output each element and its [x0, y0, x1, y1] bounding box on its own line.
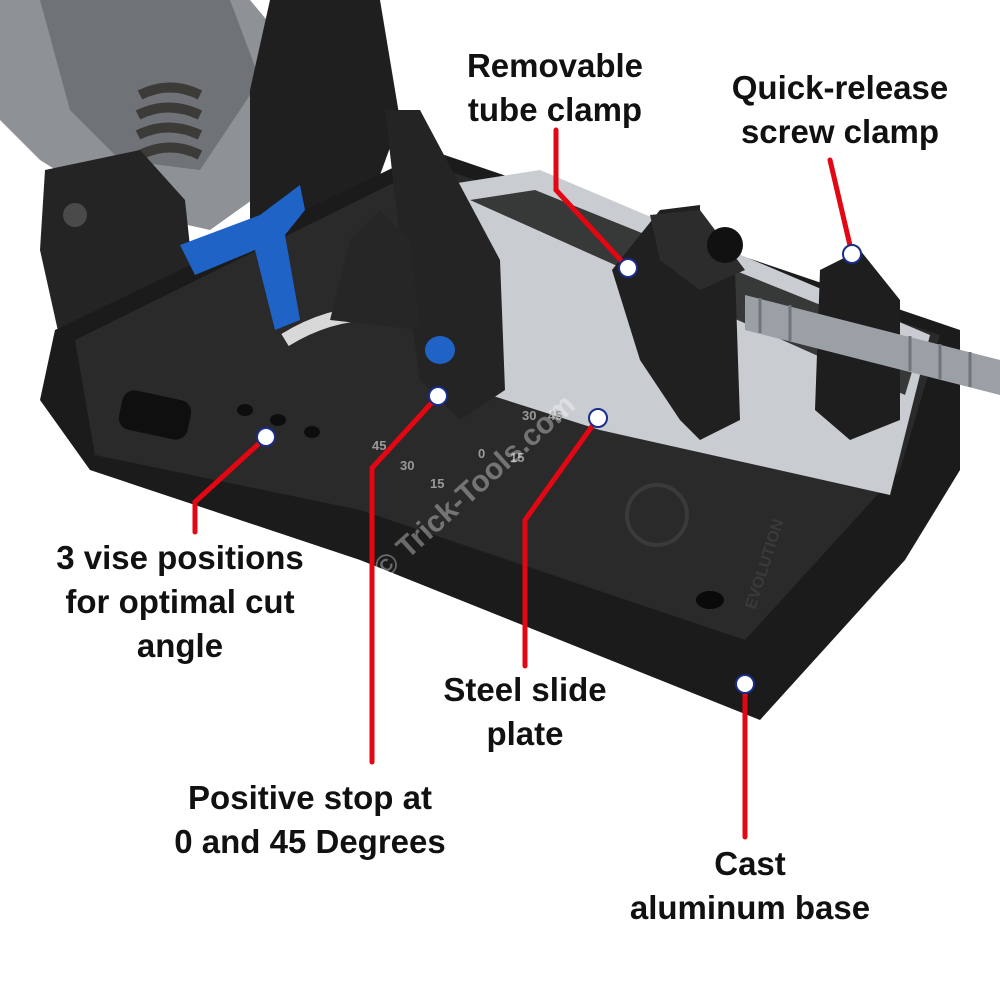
base-bolt-hole [696, 591, 724, 609]
callout-text: Quick-release [731, 69, 949, 106]
vise-hole [304, 426, 320, 438]
marker-positive-stop [428, 386, 448, 406]
callout-text: Positive stop at [188, 779, 432, 816]
callout-vise-positions: 3 vise positions for optimal cut angle [20, 536, 340, 668]
base-handle-slot [118, 390, 192, 440]
callout-text: Steel slide [443, 671, 607, 708]
leader-vise [192, 434, 269, 535]
callout-steel-slide-plate: Steel slide plate [400, 668, 650, 756]
scale-mark: 30 [522, 408, 536, 423]
scale-numbers: 45 30 15 0 15 30 45 [372, 408, 562, 491]
callout-text: tube clamp [467, 91, 643, 128]
callout-positive-stop: Positive stop at 0 and 45 Degrees [140, 776, 480, 864]
rod-threads [758, 298, 972, 387]
callout-quick-release-screw-clamp: Quick-release screw clamp [690, 66, 990, 154]
miter-fence [385, 110, 505, 420]
scale-mark: 15 [430, 476, 444, 491]
callout-text: screw clamp [740, 113, 940, 150]
vise-hole [237, 404, 253, 416]
leader-screw-clamp [827, 157, 855, 257]
tube-clamp-jaw [650, 210, 745, 290]
callout-text: Removable [466, 47, 644, 84]
marker-tube-clamp [618, 258, 638, 278]
leader-steel-plate [522, 415, 601, 669]
blue-stop-knob [425, 336, 455, 364]
callout-markers [256, 244, 862, 694]
miter-pivot [330, 210, 420, 330]
vise-position-holes [237, 404, 320, 438]
callout-cast-aluminum-base: Cast aluminum base [590, 842, 910, 930]
vise-hole [270, 414, 286, 426]
marker-screw-clamp [842, 244, 862, 264]
clamp-knob-icon [707, 227, 743, 263]
callout-text: plate [486, 715, 564, 752]
callout-text: 3 vise positions [56, 539, 304, 576]
leader-positive-stop [369, 393, 441, 765]
callout-text: for optimal cut [65, 583, 295, 620]
scale-mark: 15 [510, 450, 524, 465]
scale-mark: 0 [478, 446, 485, 461]
callout-text: angle [136, 627, 224, 664]
callout-text: aluminum base [629, 889, 871, 926]
leader-lines [192, 127, 855, 840]
pivot-spring [135, 82, 203, 160]
threaded-rod [745, 295, 1000, 395]
callout-text: Cast [714, 845, 786, 882]
leader-tube-clamp [553, 127, 631, 271]
callout-removable-tube-clamp: Removable tube clamp [430, 44, 680, 132]
marker-base [735, 674, 755, 694]
marker-vise [256, 427, 276, 447]
pivot-bolt-icon [63, 203, 87, 227]
callout-text: 0 and 45 Degrees [174, 823, 446, 860]
blue-lock-handle [180, 185, 305, 330]
scale-mark: 30 [400, 458, 414, 473]
brand-emblem [625, 483, 689, 547]
scale-mark: 45 [548, 408, 562, 423]
scale-mark: 45 [372, 438, 386, 453]
saw-housing-shadow [40, 0, 260, 170]
marker-steel-plate [588, 408, 608, 428]
